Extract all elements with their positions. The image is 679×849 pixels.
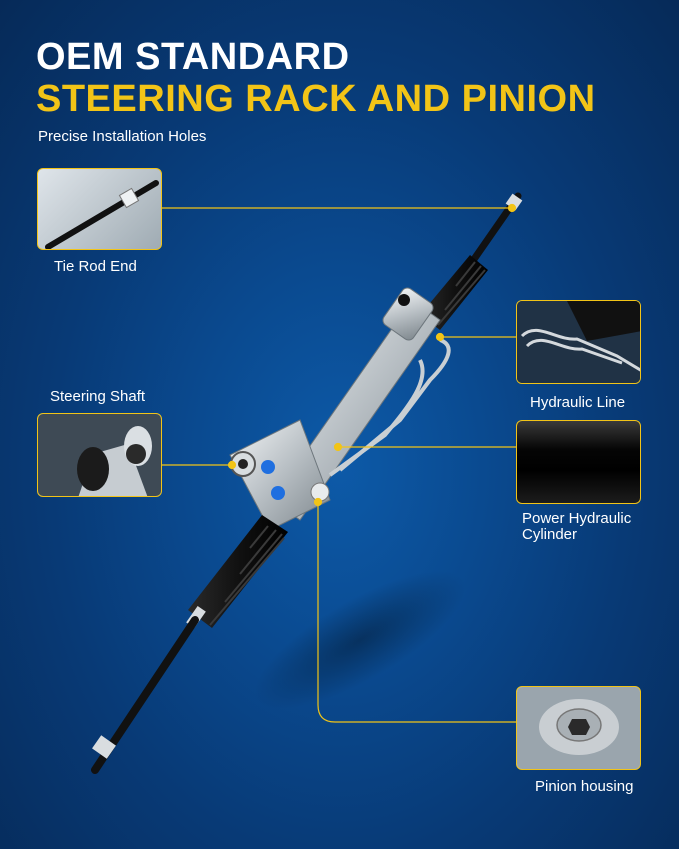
lower-boot xyxy=(186,515,288,629)
label-hydraulic-line: Hydraulic Line xyxy=(530,394,626,411)
callout-image-steering-shaft xyxy=(37,413,162,497)
valve-body xyxy=(229,419,331,531)
callout-image-power-hydraulic-cylinder xyxy=(516,420,641,504)
hydraulic-line-icon xyxy=(517,301,640,383)
label-tie-rod-end: Tie Rod End xyxy=(54,258,137,275)
upper-housing xyxy=(382,287,434,341)
mount-hole xyxy=(398,294,410,306)
steering-shaft-icon xyxy=(38,414,161,496)
headline-oem-standard: OEM STANDARD xyxy=(36,36,350,78)
label-power-hydraulic-2: Cylinder xyxy=(522,526,578,543)
headline-product-name: STEERING RACK AND PINION xyxy=(36,78,596,120)
tie-rod-end-icon xyxy=(45,180,159,249)
callout-image-tie-rod-end xyxy=(37,168,162,250)
callout-image-pinion-housing xyxy=(516,686,641,770)
label-steering-shaft: Steering Shaft xyxy=(50,388,146,405)
upper-boot xyxy=(420,255,488,330)
lower-tie-rod-nut xyxy=(92,735,116,759)
subtitle-installation-holes: Precise Installation Holes xyxy=(38,128,207,145)
label-power-hydraulic-1: Power Hydraulic xyxy=(522,510,632,527)
hydraulic-lines xyxy=(328,338,451,477)
rack-shadow xyxy=(254,570,466,710)
leader-lines xyxy=(162,203,517,723)
label-pinion-housing: Pinion housing xyxy=(535,778,634,795)
callout-image-hydraulic-line xyxy=(516,300,641,384)
pinion-housing-icon xyxy=(517,687,640,769)
